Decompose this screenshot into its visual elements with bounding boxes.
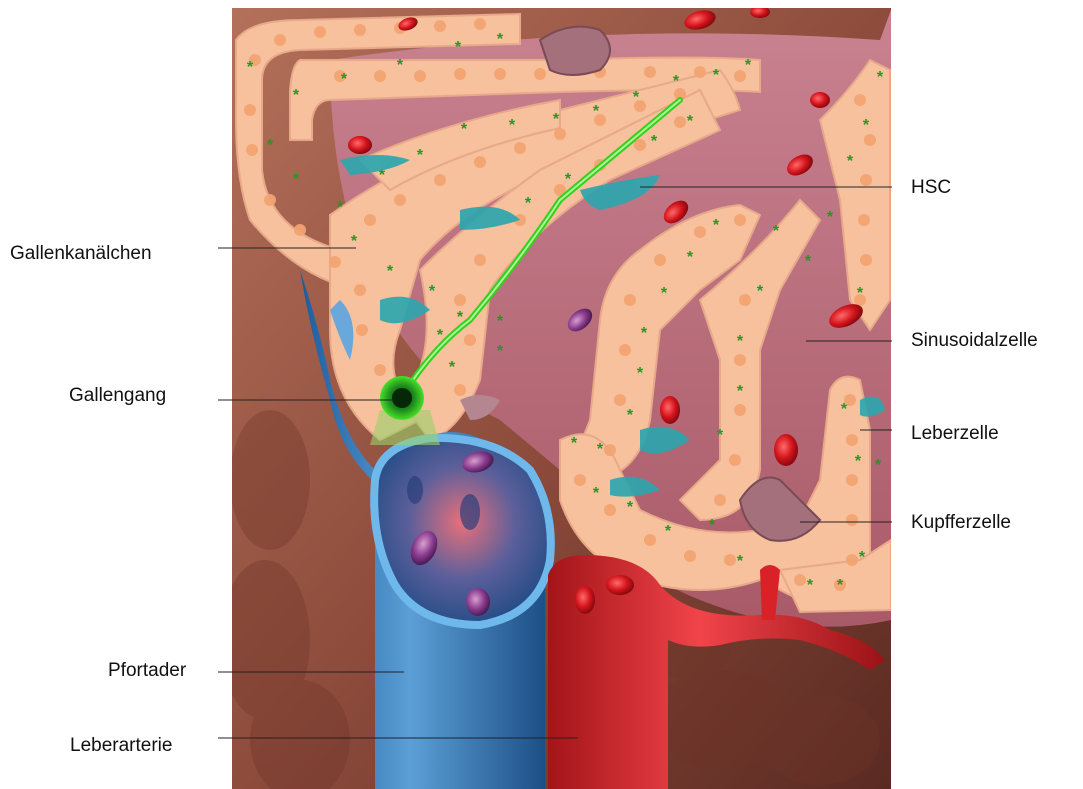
svg-text:*: *: [877, 69, 884, 86]
svg-text:*: *: [351, 233, 358, 250]
svg-text:*: *: [737, 333, 744, 350]
svg-text:*: *: [525, 195, 532, 212]
svg-text:*: *: [637, 365, 644, 382]
svg-text:*: *: [455, 39, 462, 56]
svg-text:*: *: [737, 553, 744, 570]
svg-text:*: *: [713, 217, 720, 234]
svg-text:*: *: [773, 223, 780, 240]
svg-text:*: *: [497, 343, 504, 360]
label-leberzelle: Leberzelle: [911, 423, 999, 445]
svg-text:*: *: [737, 383, 744, 400]
svg-text:*: *: [875, 457, 882, 474]
svg-text:*: *: [461, 121, 468, 138]
svg-text:*: *: [847, 153, 854, 170]
svg-text:*: *: [571, 435, 578, 452]
svg-text:*: *: [627, 407, 634, 424]
svg-text:*: *: [449, 359, 456, 376]
svg-text:*: *: [633, 89, 640, 106]
svg-text:*: *: [397, 57, 404, 74]
svg-text:*: *: [807, 577, 814, 594]
svg-text:*: *: [641, 325, 648, 342]
svg-text:*: *: [661, 285, 668, 302]
label-kupfferzelle: Kupfferzelle: [911, 512, 1011, 534]
label-sinusoidalzelle: Sinusoidalzelle: [911, 330, 1038, 352]
label-hsc: HSC: [911, 177, 951, 199]
svg-text:*: *: [665, 523, 672, 540]
svg-text:*: *: [627, 499, 634, 516]
svg-text:*: *: [855, 453, 862, 470]
svg-text:*: *: [841, 401, 848, 418]
svg-text:*: *: [827, 209, 834, 226]
svg-text:*: *: [509, 117, 516, 134]
svg-text:*: *: [651, 133, 658, 150]
label-pfortader: Pfortader: [108, 660, 186, 682]
svg-text:*: *: [673, 73, 680, 90]
svg-text:*: *: [387, 263, 394, 280]
svg-text:*: *: [859, 549, 866, 566]
svg-text:*: *: [429, 283, 436, 300]
svg-text:*: *: [805, 253, 812, 270]
label-leberarterie: Leberarterie: [70, 735, 172, 757]
svg-text:*: *: [593, 103, 600, 120]
svg-text:*: *: [837, 577, 844, 594]
svg-text:*: *: [709, 517, 716, 534]
label-gallengang: Gallengang: [69, 385, 166, 407]
svg-text:*: *: [597, 441, 604, 458]
svg-text:*: *: [337, 199, 344, 216]
label-gallenkanaelchen: Gallenkanälchen: [10, 243, 152, 265]
svg-text:*: *: [713, 67, 720, 84]
svg-text:*: *: [267, 137, 274, 154]
svg-text:*: *: [341, 71, 348, 88]
svg-text:*: *: [553, 111, 560, 128]
svg-text:*: *: [293, 87, 300, 104]
svg-text:*: *: [417, 147, 424, 164]
svg-text:*: *: [497, 313, 504, 330]
svg-text:*: *: [717, 427, 724, 444]
svg-text:*: *: [565, 171, 572, 188]
svg-text:*: *: [687, 249, 694, 266]
svg-text:*: *: [293, 171, 300, 188]
svg-text:*: *: [687, 113, 694, 130]
svg-text:*: *: [745, 57, 752, 74]
svg-text:*: *: [857, 285, 864, 302]
svg-text:*: *: [247, 59, 254, 76]
svg-text:*: *: [863, 117, 870, 134]
svg-text:*: *: [757, 283, 764, 300]
svg-text:*: *: [497, 31, 504, 48]
kupffer-cell-top: [540, 27, 610, 75]
svg-text:*: *: [593, 485, 600, 502]
